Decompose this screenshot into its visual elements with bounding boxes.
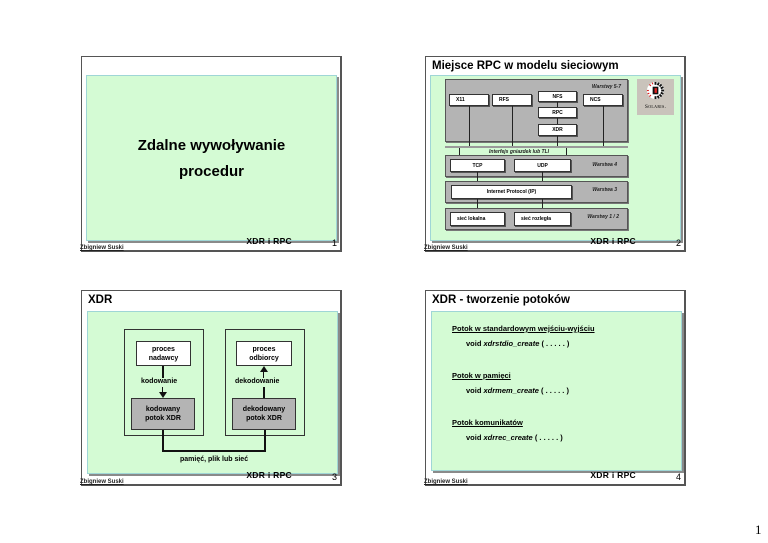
interface-label: Interfejs gniazdek lub TLI: [489, 149, 550, 155]
layer-label-1-2: Warstwy 1 / 2: [587, 214, 619, 220]
slide-1-title-line-2: procedur: [178, 163, 244, 180]
slide-2-course: XDR i RPC: [590, 236, 636, 246]
function-xdrmem-create: void xdrmem_create ( . . . . . ): [466, 386, 569, 395]
box-x11: X11: [449, 94, 489, 106]
slide-4-content-box: Potok w standardowym wejściu-wyjściu voi…: [431, 311, 682, 471]
function-args: ( . . . . . ): [538, 386, 569, 395]
slide-4-number: 4: [675, 472, 681, 482]
encoded-stream-line-1: kodowany: [145, 406, 181, 413]
section-heading-stdio: Potok w standardowym wejściu-wyjściu: [452, 324, 595, 333]
function-name: xdrstdio_create: [483, 339, 540, 348]
box-udp: UDP: [514, 159, 571, 172]
box-rfs: RFS: [492, 94, 532, 106]
connector-x11: [469, 106, 470, 146]
box-wan: sieć rozległa: [514, 212, 571, 226]
connector-ip-wan: [542, 199, 543, 212]
slide-2: Miejsce RPC w modelu sieciowym Warstwy 5…: [424, 56, 686, 252]
connector-udp-ip: [542, 172, 543, 185]
function-xdrstdio-create: void xdrstdio_create ( . . . . . ): [466, 339, 569, 348]
medium-line-bottom: [162, 450, 266, 452]
slide-3-title: XDR: [88, 294, 113, 306]
connector-nfs-rpc: [557, 102, 558, 107]
slide-4: XDR - tworzenie potoków Potok w standard…: [424, 290, 686, 486]
box-xdr: XDR: [538, 124, 577, 136]
function-name: xdrrec_create: [483, 433, 533, 442]
slide-1-number: 1: [331, 238, 337, 248]
slide-3-course: XDR i RPC: [246, 470, 292, 480]
connector-rfs: [512, 106, 513, 146]
function-prefix: void: [466, 386, 484, 395]
layer-label-4: Warstwa 4: [592, 162, 617, 168]
slide-2-number: 2: [675, 238, 681, 248]
sender-container: [124, 329, 204, 436]
encoding-label: kodowanie: [141, 378, 178, 385]
box-nfs: NFS: [538, 91, 577, 102]
connector-tcp-ip: [477, 172, 478, 185]
decode-arrow-shaft: [263, 371, 264, 378]
box-lan: sieć lokalna: [450, 212, 505, 226]
connector-tcp-up: [459, 148, 460, 158]
receiver-process-line-2: odbiorcy: [249, 354, 279, 362]
box-rpc: RPC: [538, 107, 577, 118]
medium-line-right: [264, 430, 266, 451]
function-args: ( . . . . . ): [539, 339, 570, 348]
slide-4-author: Zbigniew Suski: [424, 479, 468, 485]
page-number: 1: [755, 522, 762, 537]
layer-label-3: Warstwa 3: [592, 187, 617, 193]
layer-label-upper: Warstwy 5-7: [591, 84, 621, 90]
encode-arrow-top: [162, 366, 164, 378]
slide-4-title: XDR - tworzenie potoków: [432, 294, 570, 306]
solaris-logo: Solaris.: [637, 79, 674, 115]
slide-3-author: Zbigniew Suski: [80, 479, 124, 485]
slide-1-author: Zbigniew Suski: [80, 245, 124, 251]
connector-xdr: [557, 136, 558, 146]
function-xdrrec-create: void xdrrec_create ( . . . . . ): [466, 433, 563, 442]
slide-1: Zdalne wywoływanie procedur Zbigniew Sus…: [80, 56, 342, 252]
slide-2-title: Miejsce RPC w modelu sieciowym: [432, 60, 619, 72]
upper-layers-box: Warstwy 5-7: [445, 79, 628, 142]
slide-1-content-box: Zdalne wywoływanie procedur: [86, 75, 337, 241]
solaris-logo-icon: [646, 81, 665, 100]
decoded-stream-box: dekodowany potok XDR: [232, 398, 296, 430]
connector-rpc-xdr: [557, 118, 558, 124]
section-heading-memory: Potok w pamięci: [452, 371, 511, 380]
interface-line: [445, 146, 628, 148]
medium-line-left: [162, 430, 164, 451]
connector-ncs: [603, 106, 604, 146]
connector-udp-up: [566, 148, 567, 158]
slide-4-course: XDR i RPC: [590, 470, 636, 480]
sender-process-line-1: proces: [152, 345, 175, 353]
function-prefix: void: [466, 339, 484, 348]
decode-arrow-bottom: [263, 387, 265, 398]
slide-2-content-box: Warstwy 5-7 X11 RFS NFS RPC XDR NCS Inte…: [430, 75, 681, 241]
box-tcp: TCP: [450, 159, 505, 172]
box-ncs: NCS: [583, 94, 623, 106]
sender-process-line-2: nadawcy: [148, 354, 179, 362]
function-args: ( . . . . . ): [532, 433, 563, 442]
slide-1-title-line-1: Zdalne wywoływanie: [137, 137, 286, 154]
section-heading-messages: Potok komunikatów: [452, 418, 523, 427]
function-prefix: void: [466, 433, 484, 442]
slide-3-number: 3: [331, 472, 337, 482]
decoded-stream-line-2: potok XDR: [246, 415, 282, 422]
encoded-stream-line-2: potok XDR: [145, 415, 181, 422]
slide-1-course: XDR i RPC: [246, 236, 292, 246]
decoding-label: dekodowanie: [235, 378, 280, 385]
box-ip: Internet Protocol (IP): [451, 185, 572, 199]
solaris-logo-text: Solaris.: [644, 104, 667, 110]
decoded-stream-line-1: dekodowany: [242, 406, 286, 413]
slide-2-author: Zbigniew Suski: [424, 245, 468, 251]
decode-arrow-head-icon: [260, 366, 268, 372]
receiver-process-line-1: proces: [252, 345, 276, 353]
encode-arrow-head-icon: [159, 392, 167, 398]
encoded-stream-box: kodowany potok XDR: [131, 398, 195, 430]
encode-arrow-shaft: [162, 387, 163, 394]
connector-ip-lan: [477, 199, 478, 212]
function-name: xdrmem_create: [483, 386, 539, 395]
medium-label: pamięć, plik lub sieć: [180, 456, 249, 463]
